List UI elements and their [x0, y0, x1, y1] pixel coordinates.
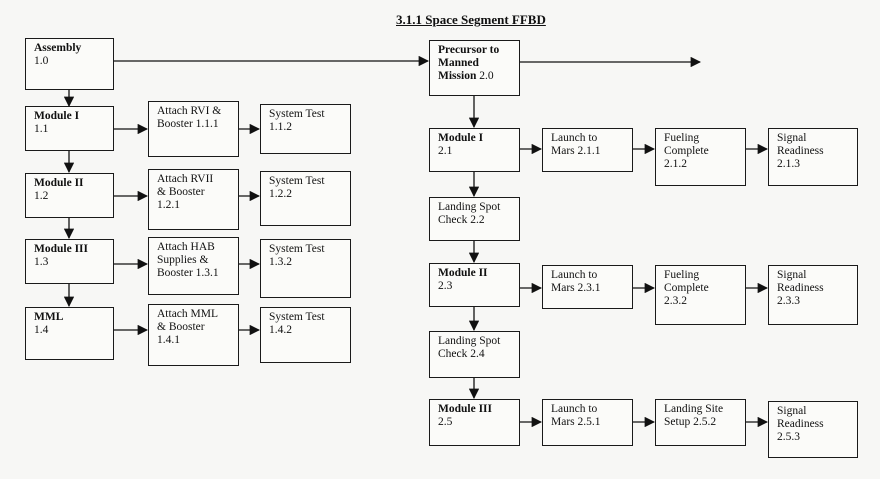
- node-module-ii-1-2[interactable]: Module II 1.2: [25, 173, 114, 218]
- node-id: 2.1: [438, 145, 453, 157]
- node-launch-mars-2-3-1[interactable]: Launch to Mars 2.3.1: [542, 265, 633, 309]
- node-label: Landing Spot Check 2.4: [438, 335, 501, 360]
- node-attach-rvi-booster-1-1-1[interactable]: Attach RVI & Booster 1.1.1: [148, 101, 239, 157]
- node-label: Signal Readiness 2.5.3: [777, 405, 824, 443]
- node-title: MML: [34, 311, 64, 323]
- node-title: Module I: [34, 110, 80, 122]
- node-system-test-1-2-2[interactable]: System Test 1.2.2: [260, 171, 351, 226]
- node-id: 2.3: [438, 280, 453, 292]
- node-label: Fueling Complete 2.3.2: [664, 269, 709, 307]
- node-landing-spot-check-2-4[interactable]: Landing Spot Check 2.4: [429, 331, 520, 378]
- node-attach-rvii-booster-1-2-1[interactable]: Attach RVII & Booster 1.2.1: [148, 169, 239, 230]
- node-signal-readiness-2-3-3[interactable]: Signal Readiness 2.3.3: [768, 265, 858, 325]
- node-id: 1.2: [34, 190, 49, 202]
- node-system-test-1-4-2[interactable]: System Test 1.4.2: [260, 307, 351, 363]
- node-title: Module II: [34, 177, 84, 189]
- node-signal-readiness-2-5-3[interactable]: Signal Readiness 2.5.3: [768, 401, 858, 458]
- node-module-ii-2-3[interactable]: Module II 2.3: [429, 263, 520, 307]
- node-mml-1-4[interactable]: MML 1.4: [25, 307, 114, 360]
- node-attach-hab-supplies-1-3-1[interactable]: Attach HAB Supplies & Booster 1.3.1: [148, 237, 239, 295]
- node-label: Landing Spot Check 2.2: [438, 201, 501, 226]
- node-id: 2.0: [476, 70, 494, 82]
- node-label: Fueling Complete 2.1.2: [664, 132, 709, 170]
- node-label: Launch to Mars 2.5.1: [551, 403, 601, 428]
- node-label: Signal Readiness 2.3.3: [777, 269, 824, 307]
- node-title: Module III: [34, 243, 88, 255]
- node-title: Precursor to Manned Mission: [438, 44, 500, 82]
- node-label: Attach MML & Booster 1.4.1: [157, 308, 219, 346]
- node-fueling-complete-2-3-2[interactable]: Fueling Complete 2.3.2: [655, 265, 746, 325]
- node-title: Assembly: [34, 42, 82, 54]
- node-module-i-1-1[interactable]: Module I 1.1: [25, 106, 114, 151]
- node-landing-site-setup-2-5-2[interactable]: Landing Site Setup 2.5.2: [655, 399, 746, 446]
- node-system-test-1-1-2[interactable]: System Test 1.1.2: [260, 104, 351, 154]
- node-module-iii-2-5[interactable]: Module III 2.5: [429, 399, 520, 446]
- node-label: System Test 1.2.2: [269, 175, 325, 200]
- node-label: Attach RVII & Booster 1.2.1: [157, 173, 214, 211]
- node-id: 1.1: [34, 123, 49, 135]
- node-module-i-2-1[interactable]: Module I 2.1: [429, 128, 520, 172]
- node-label: System Test 1.3.2: [269, 243, 325, 268]
- node-landing-spot-check-2-2[interactable]: Landing Spot Check 2.2: [429, 197, 520, 241]
- node-label: Launch to Mars 2.1.1: [551, 132, 601, 157]
- node-id: 2.5: [438, 416, 453, 428]
- node-label: System Test 1.1.2: [269, 108, 325, 133]
- node-label: Signal Readiness 2.1.3: [777, 132, 824, 170]
- node-launch-mars-2-1-1[interactable]: Launch to Mars 2.1.1: [542, 128, 633, 172]
- node-signal-readiness-2-1-3[interactable]: Signal Readiness 2.1.3: [768, 128, 858, 186]
- node-module-iii-1-3[interactable]: Module III 1.3: [25, 239, 114, 284]
- node-title: Module III: [438, 403, 492, 415]
- node-id: 1.3: [34, 256, 49, 268]
- node-label: System Test 1.4.2: [269, 311, 325, 336]
- node-attach-mml-booster-1-4-1[interactable]: Attach MML & Booster 1.4.1: [148, 304, 239, 366]
- node-fueling-complete-2-1-2[interactable]: Fueling Complete 2.1.2: [655, 128, 746, 186]
- node-precursor-manned-mission-2-0[interactable]: Precursor to Manned Mission 2.0: [429, 40, 520, 96]
- node-title: Module I: [438, 132, 484, 144]
- node-label: Landing Site Setup 2.5.2: [664, 403, 724, 428]
- node-launch-mars-2-5-1[interactable]: Launch to Mars 2.5.1: [542, 399, 633, 446]
- node-id: 1.0: [34, 55, 49, 67]
- node-system-test-1-3-2[interactable]: System Test 1.3.2: [260, 239, 351, 298]
- node-label: Attach HAB Supplies & Booster 1.3.1: [157, 241, 219, 279]
- node-label: Attach RVI & Booster 1.1.1: [157, 105, 222, 130]
- node-assembly[interactable]: Assembly 1.0: [25, 38, 114, 90]
- diagram-title: 3.1.1 Space Segment FFBD: [396, 12, 546, 27]
- node-title: Module II: [438, 267, 488, 279]
- node-label: Launch to Mars 2.3.1: [551, 269, 601, 294]
- node-id: 1.4: [34, 324, 49, 336]
